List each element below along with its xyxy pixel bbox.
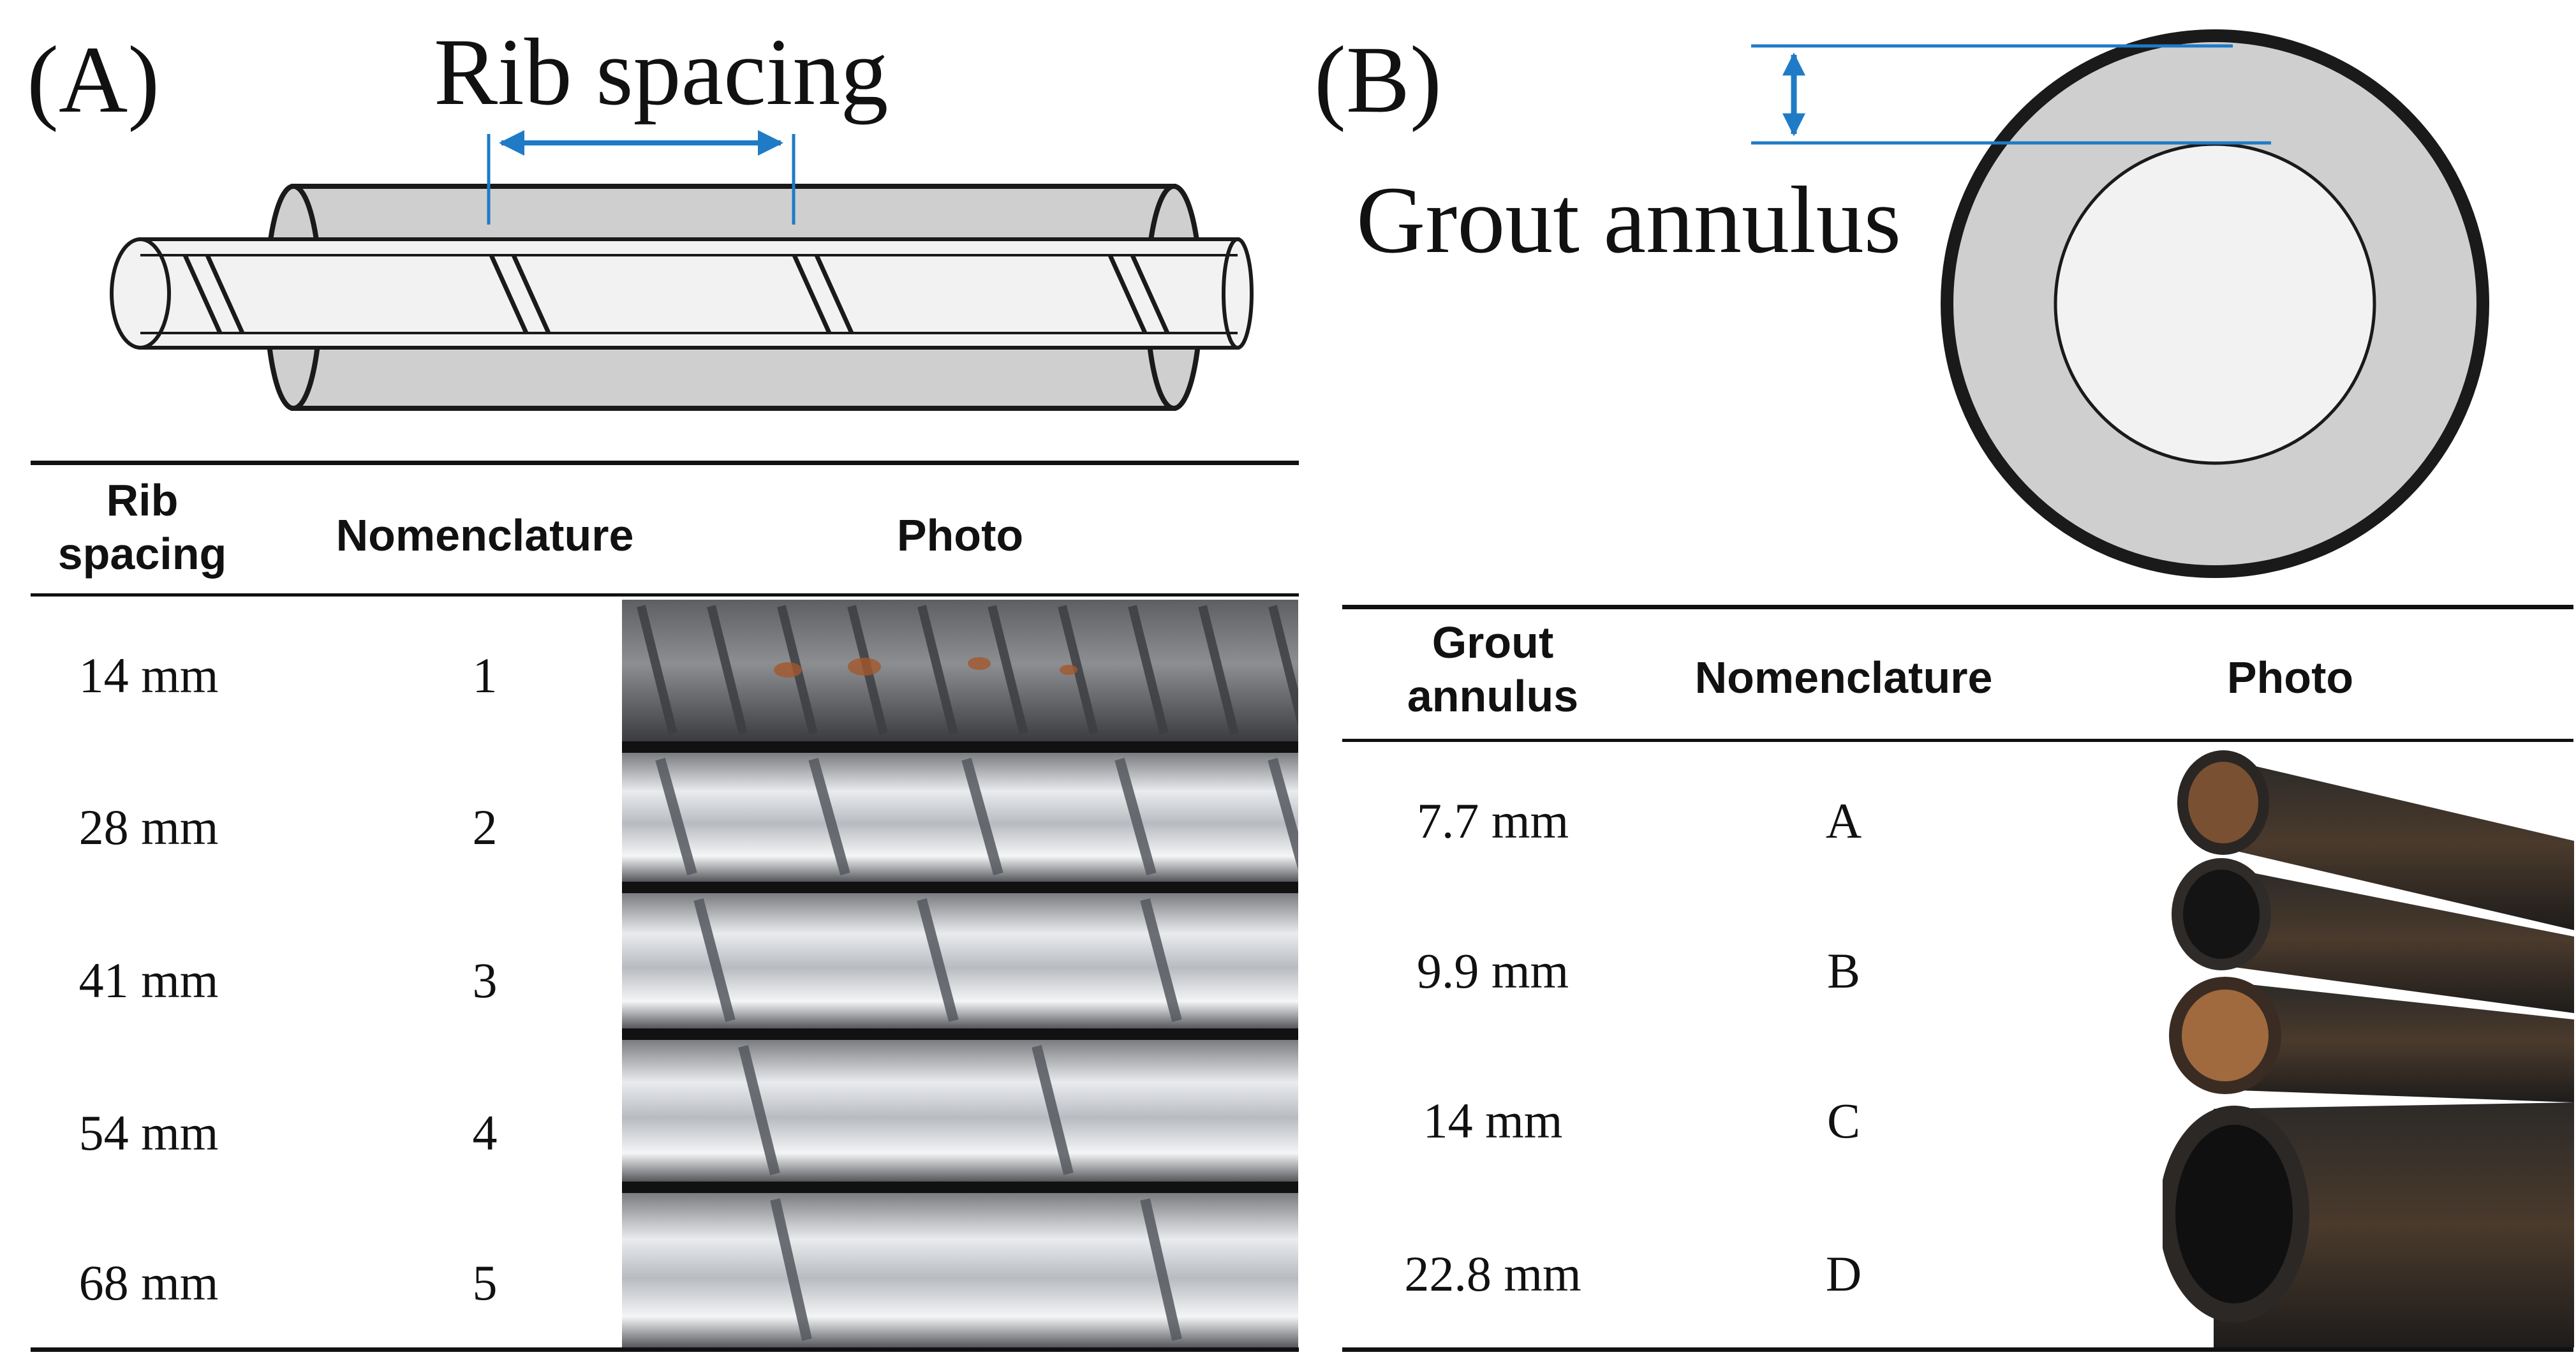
- rebar-photo: [622, 600, 1298, 1347]
- table-a-cell-name: 2: [472, 799, 498, 855]
- table-a-header-rule: [31, 593, 1299, 597]
- table-a-cell-value: 28 mm: [78, 799, 219, 855]
- rib-spacing-title: Rib spacing: [434, 19, 889, 125]
- table-b-header-nomenclature: Nomenclature: [1694, 653, 1993, 702]
- table-b-cell-value: 22.8 mm: [1404, 1246, 1581, 1301]
- table-b-cell-name: C: [1826, 1093, 1861, 1148]
- table-b-cell-name: B: [1826, 943, 1861, 998]
- table-a-cell-name: 4: [472, 1105, 498, 1160]
- table-a-bottom-rule: [31, 1347, 1299, 1352]
- table-a-cell-name: 5: [472, 1255, 498, 1310]
- rebar-body: [138, 237, 1240, 350]
- table-b-cell-name: D: [1825, 1246, 1862, 1301]
- grout-annulus-title: Grout annulus: [1356, 167, 1902, 273]
- rebar-ribs: [182, 254, 1170, 334]
- table-b-header-rule: [1342, 739, 2573, 742]
- table-b-cell-value: 7.7 mm: [1416, 793, 1569, 849]
- bar-cross-section: [2054, 142, 2376, 465]
- rib-spacing-diagram: [110, 130, 1254, 411]
- table-b-top-rule: [1342, 605, 2573, 609]
- table-a-cell-name: 1: [472, 648, 498, 703]
- sleeve-photo: [2163, 745, 2574, 1347]
- rebar-right-end: [1222, 237, 1254, 350]
- table-a-top-rule: [31, 461, 1299, 465]
- table-a-cell-value: 14 mm: [78, 648, 219, 703]
- grout-annulus-diagram: [1751, 29, 2489, 578]
- table-b-cell-name: A: [1825, 793, 1862, 849]
- table-a-header-photo: Photo: [896, 510, 1024, 560]
- rebar-left-end: [110, 237, 171, 350]
- table-a-cell-value: 54 mm: [78, 1105, 219, 1160]
- table-b-bottom-rule: [1342, 1347, 2573, 1352]
- table-b-header-photo: Photo: [2226, 653, 2354, 702]
- panel-b-label: (B): [1314, 27, 1442, 133]
- table-a-cell-name: 3: [472, 953, 498, 1008]
- table-b-header-grout-annulus: Grout annulus: [1407, 618, 1579, 721]
- table-a-header-nomenclature: Nomenclature: [336, 510, 634, 560]
- table-a-cell-value: 41 mm: [78, 953, 219, 1008]
- table-a-header-rib-spacing: Rib spacing: [57, 475, 227, 579]
- table-b-cell-value: 9.9 mm: [1416, 943, 1569, 998]
- panel-a-label: (A): [27, 27, 160, 133]
- table-b-cell-value: 14 mm: [1423, 1093, 1563, 1148]
- table-a-cell-value: 68 mm: [78, 1255, 219, 1310]
